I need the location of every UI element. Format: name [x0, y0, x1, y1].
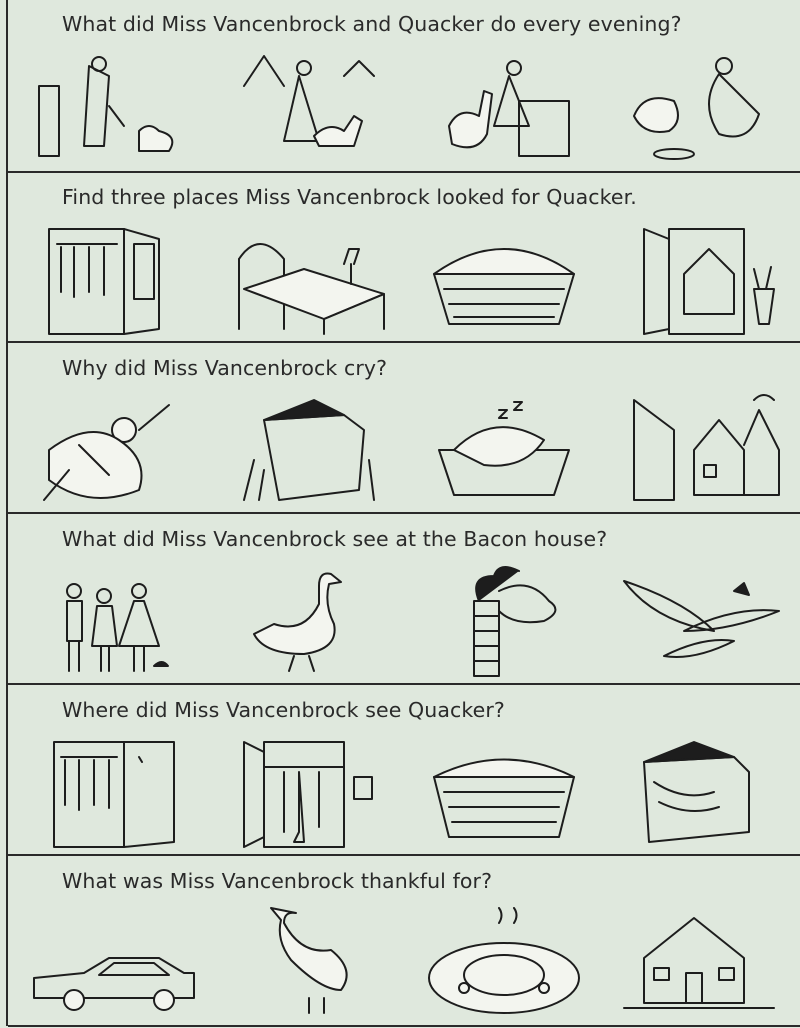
open-door-illustration[interactable] [614, 219, 784, 337]
white-duck-illustration[interactable] [224, 903, 394, 1021]
woman-feeding-duck-illustration[interactable] [614, 46, 784, 164]
question-row-2: Find three places Miss Vancenbrock looke… [8, 173, 800, 343]
flying-feathers-illustration[interactable] [614, 561, 784, 679]
question-row-4: What did Miss Vancenbrock see at the Bac… [8, 515, 800, 685]
question-row-1: What did Miss Vancenbrock and Quacker do… [8, 0, 800, 173]
broom-closet-illustration[interactable] [224, 732, 394, 850]
question-row-5: Where did Miss Vancenbrock see Quacker? [8, 686, 800, 856]
falling-woman-illustration[interactable] [29, 390, 199, 508]
house-storm-illustration[interactable] [614, 390, 784, 508]
question-text: Where did Miss Vancenbrock see Quacker? [62, 698, 505, 722]
sleeping-duck-basket-illustration[interactable] [419, 390, 589, 508]
empty-basket-illustration[interactable] [419, 732, 589, 850]
question-text: Find three places Miss Vancenbrock looke… [62, 185, 637, 209]
house-illustration[interactable] [614, 903, 784, 1021]
question-text: What did Miss Vancenbrock see at the Bac… [62, 527, 608, 551]
duck-illustration[interactable] [224, 561, 394, 679]
smoking-chimney-illustration[interactable] [419, 561, 589, 679]
closet-illustration[interactable] [29, 219, 199, 337]
roast-platter-illustration[interactable] [419, 903, 589, 1021]
question-text: What was Miss Vancenbrock thankful for? [62, 869, 493, 893]
question-text: What did Miss Vancenbrock and Quacker do… [62, 12, 682, 36]
basket-illustration[interactable] [419, 219, 589, 337]
family-illustration[interactable] [29, 561, 199, 679]
shopping-woman-duck-illustration[interactable] [29, 46, 199, 164]
crate-in-grass-illustration[interactable] [614, 732, 784, 850]
closet-open-door-illustration[interactable] [29, 732, 199, 850]
question-text: Why did Miss Vancenbrock cry? [62, 356, 388, 380]
bed-illustration[interactable] [224, 219, 394, 337]
question-row-6: What was Miss Vancenbrock thankful for? [8, 857, 800, 1027]
tall-grass-crate-illustration[interactable] [224, 390, 394, 508]
question-row-3: Why did Miss Vancenbrock cry? [8, 344, 800, 514]
car-illustration[interactable] [29, 903, 199, 1021]
cooking-woman-duck-illustration[interactable] [419, 46, 589, 164]
walking-woman-duck-illustration[interactable] [224, 46, 394, 164]
worksheet-page: What did Miss Vancenbrock and Quacker do… [6, 0, 800, 1027]
